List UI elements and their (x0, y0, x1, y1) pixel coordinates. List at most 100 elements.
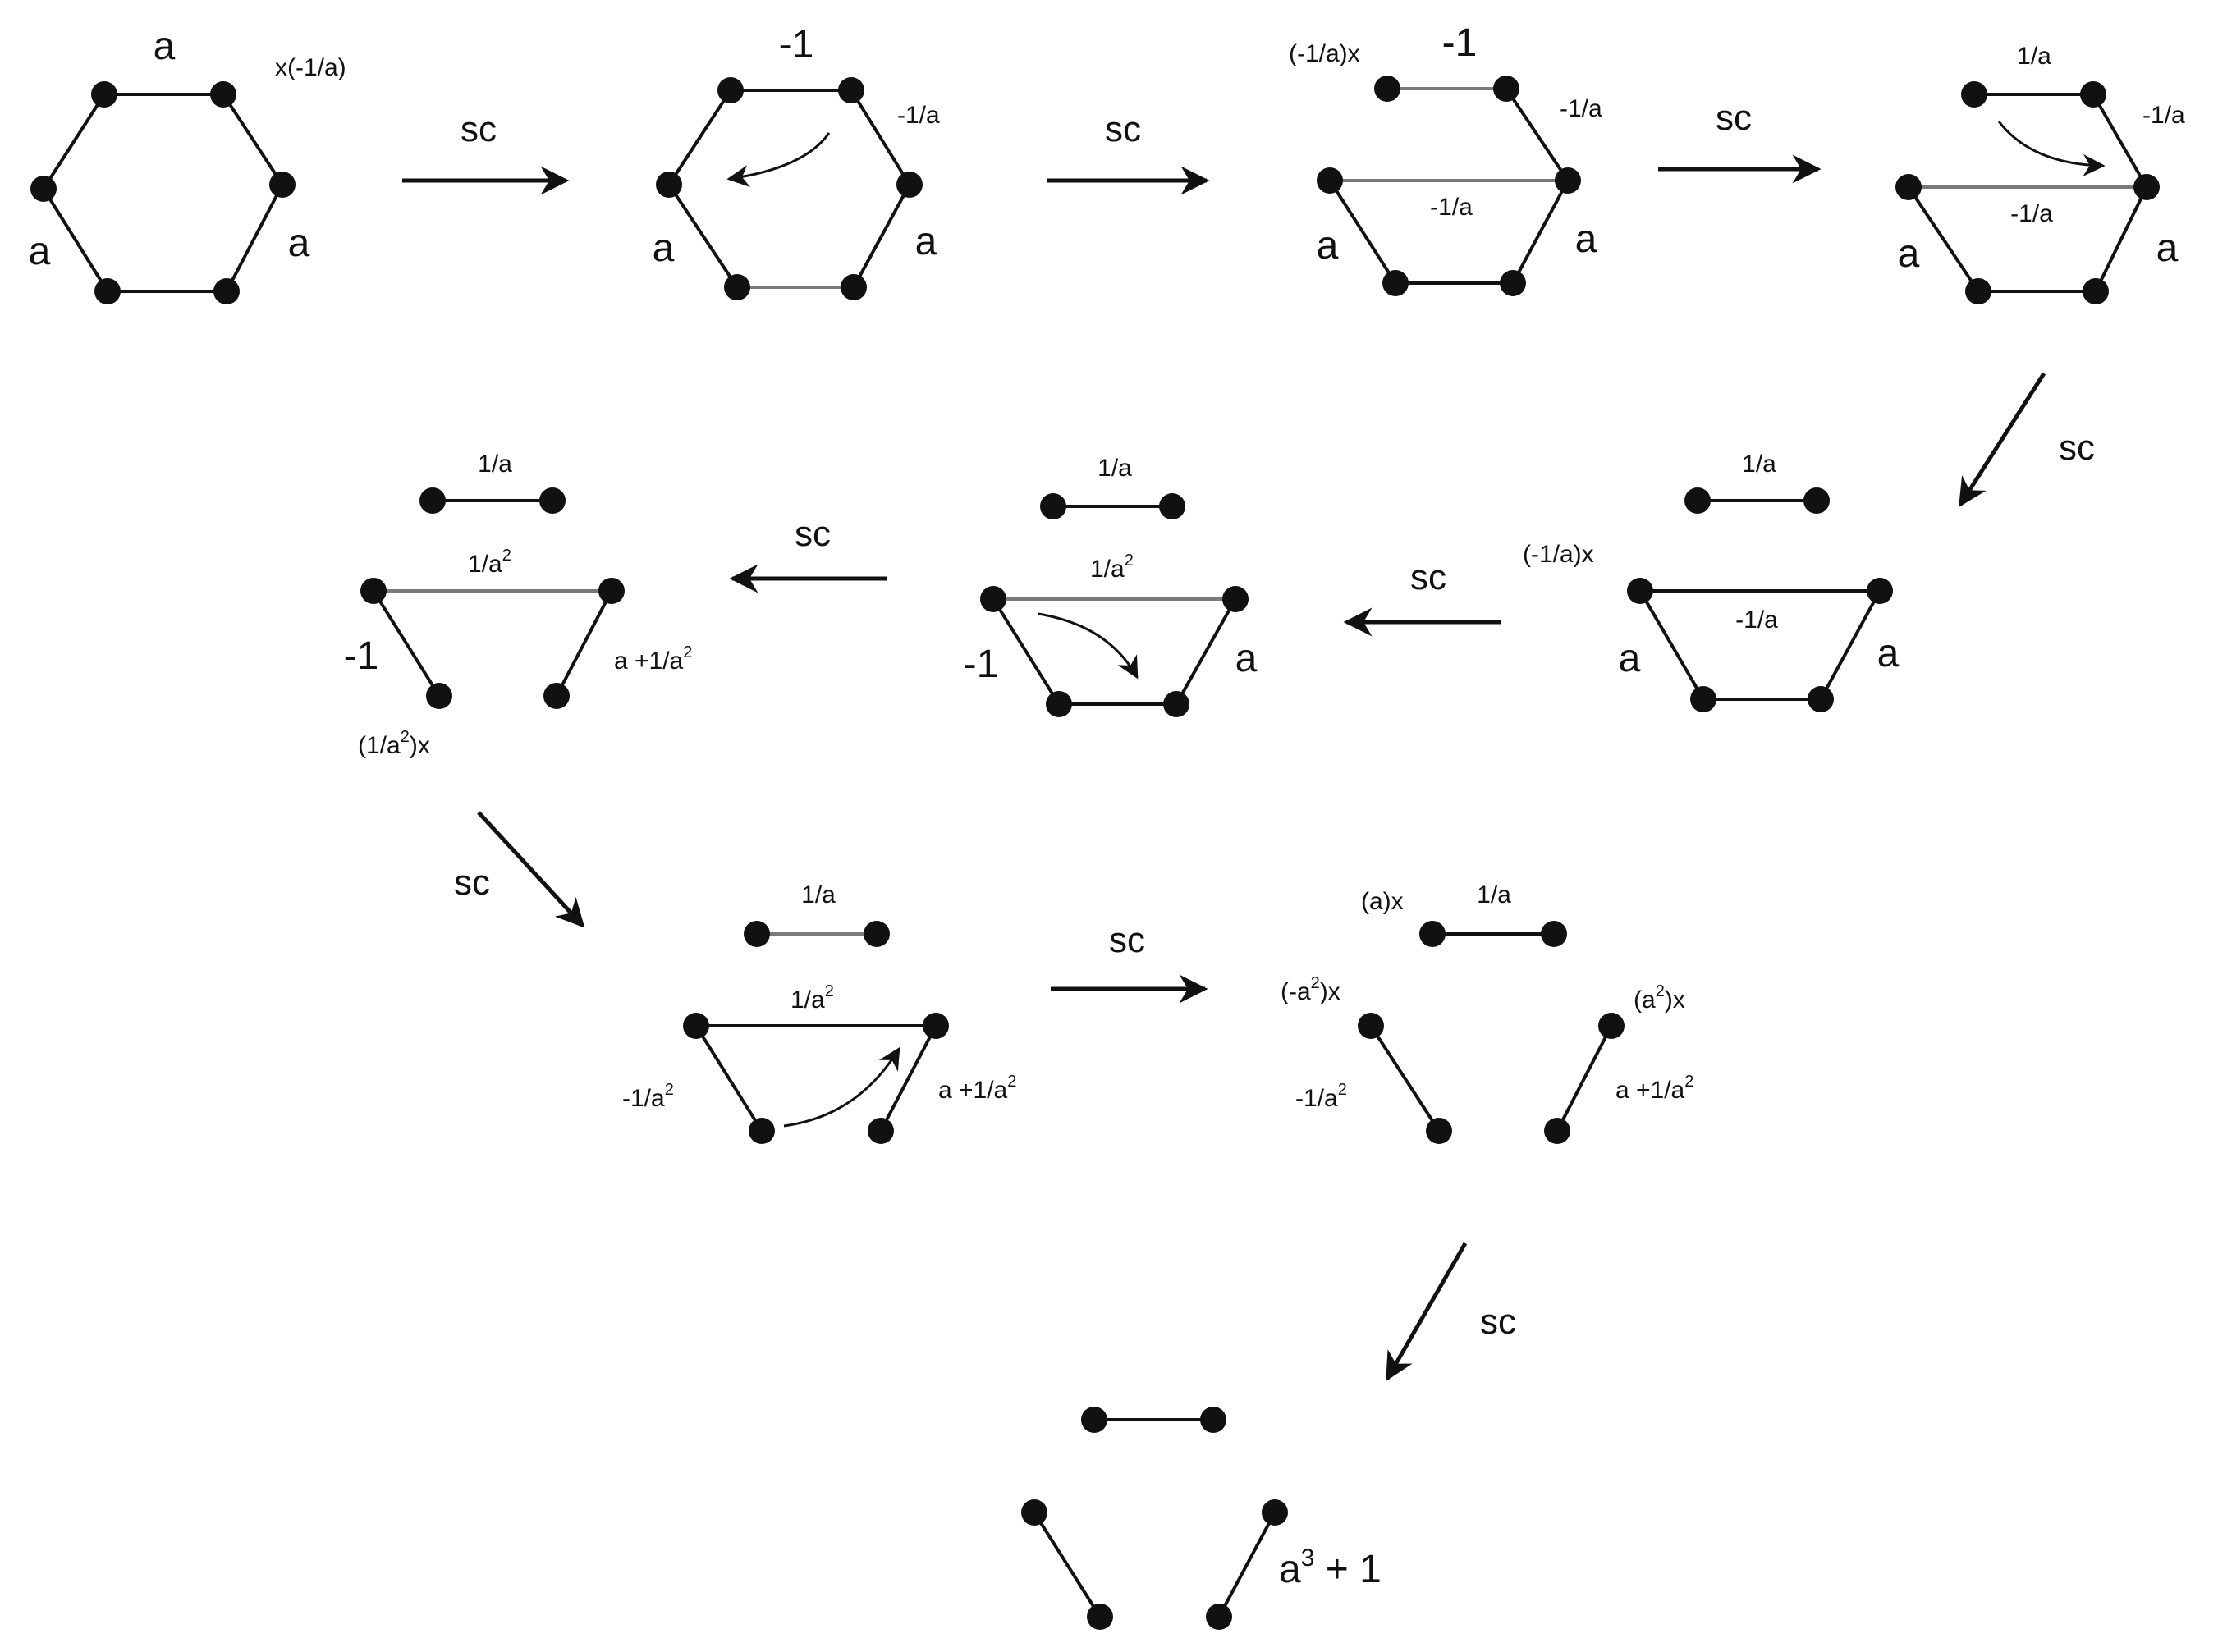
curved-arrow (1997, 121, 2106, 176)
edge (222, 93, 284, 186)
vertex (91, 81, 117, 108)
edge (1033, 1511, 1102, 1618)
edge-label: 1/a2 (791, 982, 834, 1014)
curved-arrow (783, 1046, 900, 1128)
edge-label: a +1/a2 (938, 1073, 1016, 1104)
vertex (724, 274, 750, 300)
vertex-label: (a)x (1361, 888, 1404, 915)
sc-arrow-5: sc (1343, 557, 1501, 637)
vertex (744, 921, 770, 947)
stage-8-graph: 1/a 1/a2 -1/a2 a +1/a2 (622, 881, 1016, 1144)
edge-label: a (1619, 637, 1641, 680)
edge-label: -1/a2 (622, 1081, 674, 1112)
edge (2094, 186, 2148, 292)
sc-arrow-9: sc (1385, 1242, 1516, 1382)
vertex (426, 683, 452, 709)
vertex-label: x(-1/a) (275, 54, 346, 81)
vertex-label: (1/a2)x (358, 728, 430, 759)
vertex (1598, 1013, 1625, 1039)
vertex-label: (-1/a)x (1523, 541, 1594, 568)
edge (1556, 1025, 1613, 1132)
result-label: a3 + 1 (1279, 1544, 1382, 1591)
edge (1819, 590, 1881, 700)
vertex (1895, 174, 1922, 200)
edge-label: -1/a (2142, 102, 2185, 129)
vertex (896, 172, 923, 198)
edge-label: -1/a (2010, 200, 2053, 227)
edge-label: 1/a2 (1090, 551, 1134, 583)
edge-label: a +1/a2 (614, 643, 692, 675)
edge (1638, 589, 1705, 701)
operation-label: sc (1410, 557, 1446, 597)
edge-label: -1/a (897, 102, 940, 129)
edge-label: a (1877, 632, 1900, 675)
vertex (1222, 586, 1249, 612)
operation-label: sc (1716, 98, 1752, 138)
vertex (1046, 691, 1072, 717)
vertex (1544, 1118, 1570, 1144)
vertex (539, 487, 566, 514)
sc-arrow-8: sc (1051, 920, 1208, 1004)
operation-label: sc (461, 109, 497, 149)
vertex (30, 176, 57, 202)
edge (1369, 1024, 1441, 1133)
edge-label: a (288, 222, 310, 265)
edge-label: a (915, 220, 937, 263)
vertex (94, 278, 121, 304)
vertex-label: (-a2)x (1281, 974, 1340, 1005)
vertex (923, 1013, 949, 1039)
operation-label: sc (1480, 1302, 1516, 1342)
sc-arrow-2: sc (1047, 109, 1210, 195)
vertex (1040, 493, 1066, 519)
vertex (269, 172, 296, 198)
vertex (1087, 1604, 1113, 1630)
edge-label: -1 (964, 643, 999, 686)
edge-label: a (29, 230, 51, 273)
edge (694, 1024, 763, 1133)
edge (1505, 87, 1570, 182)
vertex (2080, 81, 2106, 108)
vertex (1684, 487, 1711, 514)
edge-label: -1/a (1560, 95, 1602, 122)
vertex (1374, 76, 1400, 102)
edge-label: a (1235, 637, 1258, 680)
vertex (213, 278, 240, 304)
vertex (1206, 1604, 1232, 1630)
operation-label: sc (795, 514, 831, 554)
arrow (1385, 1242, 1468, 1382)
vertex (656, 172, 682, 198)
edge-label: -1/a (1735, 606, 1778, 634)
edge (1328, 179, 1397, 285)
edge-label: -1/a2 (1295, 1081, 1347, 1112)
vertex (1200, 1407, 1226, 1433)
edge (1907, 185, 1980, 293)
sc-arrow-4: sc (1958, 372, 2095, 507)
sc-arrow-1: sc (402, 109, 570, 195)
vertex (210, 81, 236, 108)
edge (42, 187, 109, 293)
edge (1511, 180, 1570, 284)
edge (2092, 94, 2148, 188)
vertex (1081, 1407, 1107, 1433)
stage-6-graph: 1/a 1/a2 -1 a (964, 455, 1258, 717)
stage-5-graph: 1/a (-1/a)x -1/a a a (1523, 451, 1900, 712)
edge-label: 1/a (801, 881, 836, 908)
edge (555, 590, 613, 697)
vertex (1808, 686, 1834, 712)
vertex (1541, 921, 1567, 947)
vertex (360, 578, 387, 604)
vertex (1021, 1499, 1047, 1526)
sc-arrow-3: sc (1658, 98, 1822, 184)
vertex (1500, 270, 1526, 296)
edge-label: -1 (779, 23, 814, 66)
arrow (477, 811, 585, 928)
vertex (1317, 167, 1343, 194)
vertex (1690, 686, 1716, 712)
stage-9-graph: (a)x 1/a (-a2)x (a2)x -1/a2 a +1/a2 (1281, 881, 1693, 1144)
vertex (1555, 167, 1581, 194)
vertex (864, 921, 890, 947)
vertex (1867, 578, 1893, 604)
vertex (1159, 493, 1185, 519)
vertex (1382, 270, 1409, 296)
vertex (1358, 1013, 1384, 1039)
